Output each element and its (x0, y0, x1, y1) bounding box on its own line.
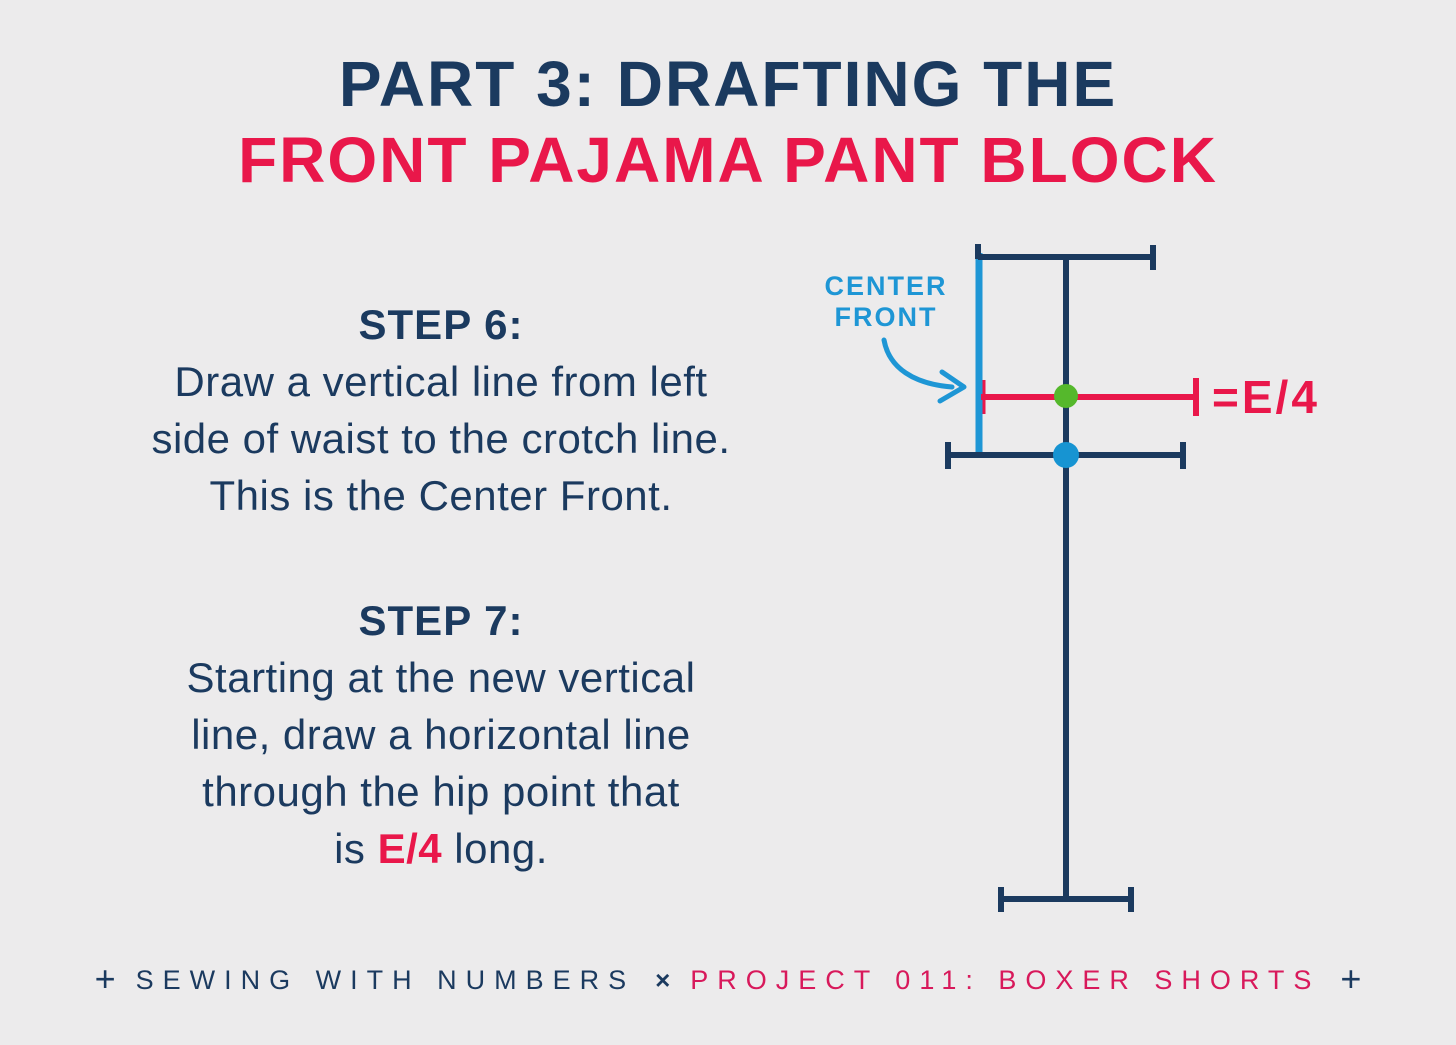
footer: + SEWING WITH NUMBERS × PROJECT 011: BOX… (0, 956, 1456, 1004)
step-7-heading: STEP 7: (358, 597, 524, 644)
plus-icon: + (94, 958, 116, 999)
e4-measurement-text: E/4 (377, 825, 443, 872)
center-front-arrow (881, 337, 955, 390)
footer-project: PROJECT 011: BOXER SHORTS (690, 965, 1321, 995)
step-6-block: STEP 6: Draw a vertical line from left s… (60, 296, 822, 524)
step-7-last-line-suffix: long. (442, 825, 548, 872)
footer-brand: SEWING WITH NUMBERS (135, 965, 636, 995)
step-7-last-line: is E/4 long. (60, 820, 822, 877)
step-7-line: Starting at the new vertical (186, 654, 696, 701)
step-7-line: line, draw a horizontal line (191, 711, 691, 758)
step-6-heading: STEP 6: (358, 301, 524, 348)
crotch-point-marker (1053, 442, 1079, 468)
center-front-label-line2: FRONT (835, 302, 938, 332)
center-front-label-line1: CENTER (824, 271, 947, 301)
page-title: PART 3: DRAFTING THE FRONT PAJAMA PANT B… (0, 46, 1456, 198)
hip-point-marker (1054, 384, 1078, 408)
hip-measurement-label: =E/4 (1212, 371, 1320, 423)
step-6-line: Draw a vertical line from left (174, 358, 708, 405)
plus-icon: + (1340, 958, 1362, 999)
center-front-arrowhead-icon (937, 369, 967, 404)
step-7-block: STEP 7: Starting at the new vertical lin… (60, 592, 822, 877)
title-line-primary: PART 3: DRAFTING THE (338, 48, 1118, 120)
step-7-last-line-prefix: is (334, 825, 378, 872)
title-line-secondary: FRONT PAJAMA PANT BLOCK (238, 124, 1218, 196)
multiply-icon: × (655, 965, 671, 995)
step-6-line: This is the Center Front. (209, 472, 673, 519)
step-7-line: through the hip point that (202, 768, 680, 815)
pant-block-diagram: CENTER FRONT =E/4 (824, 244, 1320, 912)
step-6-line: side of waist to the crotch line. (151, 415, 731, 462)
